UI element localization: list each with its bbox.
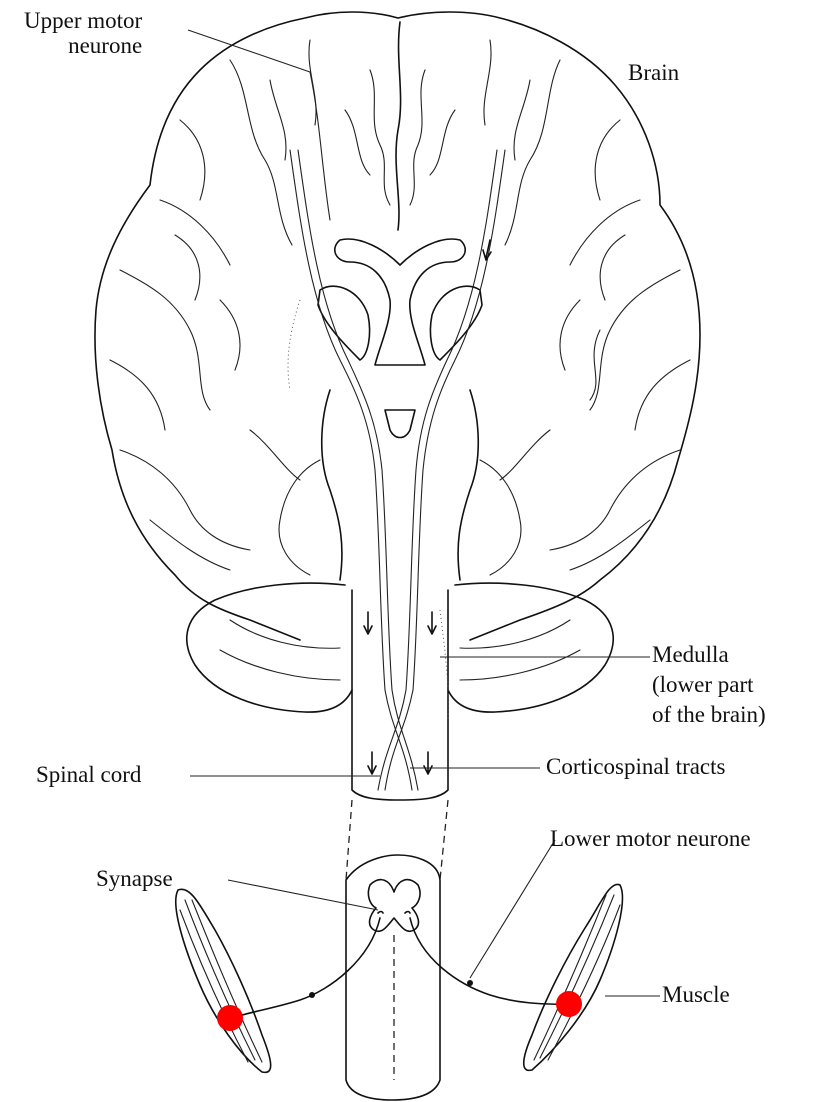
red-dot-icon xyxy=(556,991,582,1017)
tract-arrow-4 xyxy=(424,752,432,774)
upper-motor-neurone-fibre xyxy=(310,72,330,220)
leader-synapse xyxy=(228,880,378,910)
muscle-left-fibres xyxy=(180,900,262,1062)
label-upper-motor-neurone: Upper motor neurone xyxy=(24,8,142,58)
lower-motor-neurone-right xyxy=(410,918,568,1004)
projection-line-right xyxy=(440,800,448,880)
temporal-lobe-left xyxy=(279,460,320,575)
tract-arrow-3 xyxy=(368,752,376,774)
lower-motor-neurone-left xyxy=(232,918,380,1018)
tract-arrow-1 xyxy=(364,612,372,634)
axon-node-left xyxy=(309,992,315,998)
third-ventricle xyxy=(385,410,415,438)
muscle-right xyxy=(524,884,623,1070)
axon-node-right xyxy=(467,980,473,986)
label-corticospinal-tracts: Corticospinal tracts xyxy=(546,754,726,779)
right-hemisphere-sulci xyxy=(484,40,690,570)
ventricle-right-lobe xyxy=(430,286,482,360)
corticospinal-tract-right xyxy=(385,150,505,790)
cerebellum-left xyxy=(187,583,352,712)
brainstem-outline xyxy=(322,390,479,580)
cerebellum-right xyxy=(448,583,613,712)
ventricle-left-lobe xyxy=(318,286,370,360)
projection-line-left xyxy=(346,800,352,880)
label-spinal-cord: Spinal cord xyxy=(36,762,141,787)
cerebrum-outline xyxy=(95,12,700,640)
longitudinal-fissure xyxy=(396,22,401,230)
spinal-cord-column xyxy=(346,855,440,1100)
label-synapse: Synapse xyxy=(96,866,173,891)
label-muscle: Muscle xyxy=(662,982,730,1007)
leader-lower-motor-neurone xyxy=(470,840,555,978)
muscle-left xyxy=(176,889,271,1072)
temporal-lobe-right xyxy=(480,460,521,575)
muscle-right-fibres xyxy=(534,895,620,1060)
tract-arrow-2 xyxy=(428,612,436,634)
red-dot-icon xyxy=(217,1005,243,1031)
tract-arrow-5 xyxy=(483,240,491,260)
ventricles xyxy=(335,239,465,365)
label-brain: Brain xyxy=(628,60,679,85)
corticospinal-tract-left xyxy=(290,150,412,790)
left-hemisphere-sulci xyxy=(110,40,316,570)
label-lower-motor-neurone: Lower motor neurone xyxy=(550,826,751,851)
label-medulla: Medulla (lower part of the brain) xyxy=(652,640,766,730)
corticospinal-tract-left-2 xyxy=(298,150,418,790)
corticospinal-tract-right-2 xyxy=(378,150,497,790)
synapse-points xyxy=(378,912,410,914)
